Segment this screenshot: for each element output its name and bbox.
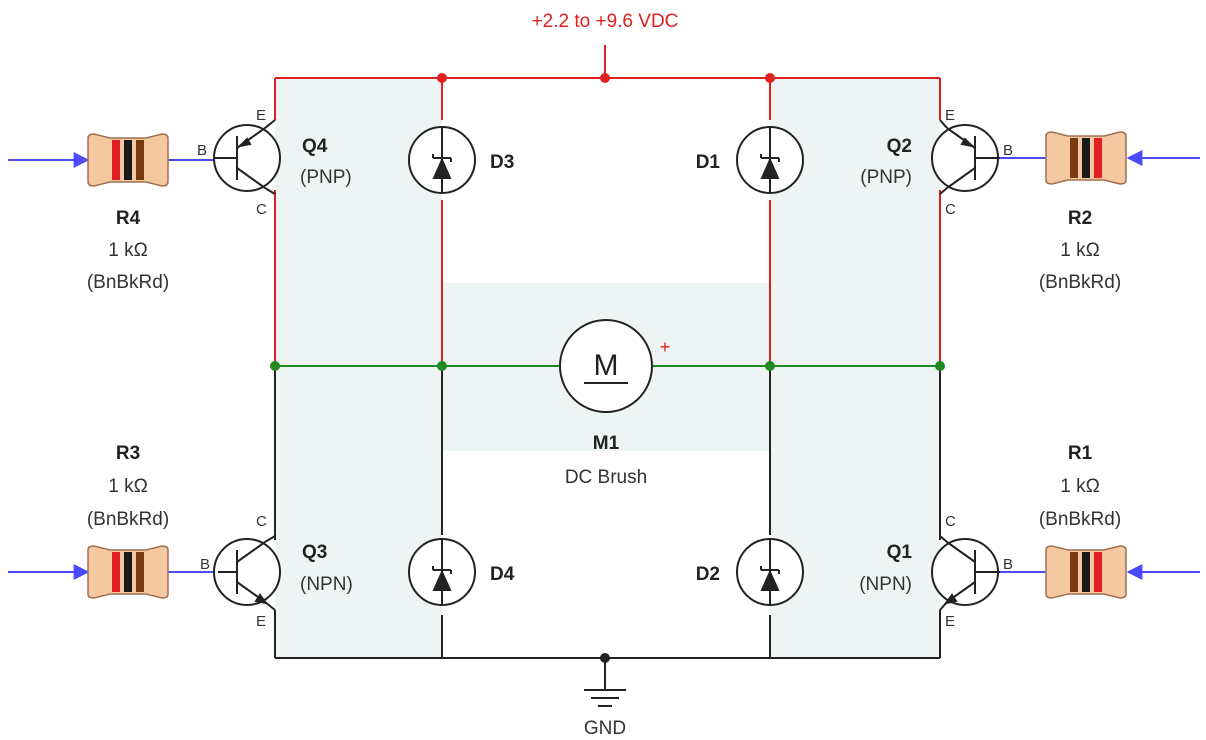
resistor-r2-icon bbox=[1045, 131, 1127, 185]
supply-label: +2.2 to +9.6 VDC bbox=[532, 11, 679, 32]
motor-icon: M bbox=[559, 319, 653, 413]
diode-d2-icon bbox=[736, 538, 804, 606]
input-wires bbox=[8, 150, 1200, 580]
r4-ref-label: R4 bbox=[116, 208, 141, 229]
r2-code-label: (BnBkRd) bbox=[1039, 272, 1121, 293]
q1-pin-c: C bbox=[945, 513, 956, 530]
q4-type-label: (PNP) bbox=[300, 167, 352, 188]
ground-label: GND bbox=[584, 718, 626, 739]
q1-pin-b: B bbox=[1003, 556, 1013, 573]
r4-value-label: 1 kΩ bbox=[108, 240, 148, 261]
transistor-q4-icon bbox=[213, 119, 281, 195]
resistor-r1-icon bbox=[1045, 545, 1127, 599]
q4-pin-b: B bbox=[197, 142, 207, 159]
d2-label: D2 bbox=[696, 564, 720, 585]
q2-pin-e: E bbox=[945, 107, 955, 124]
q2-pin-c: C bbox=[945, 201, 956, 218]
q3-ref-label: Q3 bbox=[302, 542, 327, 563]
transistor-q2-icon bbox=[931, 119, 1000, 195]
q4-pin-e: E bbox=[256, 107, 266, 124]
r3-value-label: 1 kΩ bbox=[108, 476, 148, 497]
r1-ref-label: R1 bbox=[1068, 443, 1093, 464]
d3-label: D3 bbox=[490, 152, 514, 173]
resistor-r3-icon bbox=[87, 545, 169, 599]
q1-ref-label: Q1 bbox=[887, 542, 913, 563]
r4-code-label: (BnBkRd) bbox=[87, 272, 169, 293]
r2-ref-label: R2 bbox=[1068, 208, 1092, 229]
ground-icon bbox=[584, 689, 626, 707]
q3-pin-b: B bbox=[200, 556, 210, 573]
r2-value-label: 1 kΩ bbox=[1060, 240, 1100, 261]
q2-pin-b: B bbox=[1003, 142, 1013, 159]
q2-ref-label: Q2 bbox=[887, 136, 912, 157]
r3-ref-label: R3 bbox=[116, 443, 140, 464]
motor-polarity-label: + bbox=[660, 337, 671, 357]
q4-ref-label: Q4 bbox=[302, 136, 328, 157]
diode-d4-icon bbox=[408, 538, 476, 606]
d4-label: D4 bbox=[490, 564, 515, 585]
diode-d3-icon bbox=[408, 126, 476, 194]
d1-label: D1 bbox=[696, 152, 721, 173]
q4-pin-c: C bbox=[256, 201, 267, 218]
motor-ref-label: M1 bbox=[593, 433, 620, 454]
r1-code-label: (BnBkRd) bbox=[1039, 509, 1121, 530]
transistor-q3-icon bbox=[213, 535, 281, 611]
junction-dots bbox=[270, 73, 945, 663]
motor-type-label: DC Brush bbox=[565, 467, 647, 488]
q1-pin-e: E bbox=[945, 613, 955, 630]
q3-pin-e: E bbox=[256, 613, 266, 630]
q3-pin-c: C bbox=[256, 513, 267, 530]
q1-type-label: (NPN) bbox=[859, 574, 912, 595]
motor-symbol-label: M bbox=[594, 349, 619, 382]
diode-d1-icon bbox=[736, 126, 804, 194]
q3-type-label: (NPN) bbox=[300, 574, 353, 595]
transistor-q1-icon bbox=[931, 535, 1000, 611]
r3-code-label: (BnBkRd) bbox=[87, 509, 169, 530]
r1-value-label: 1 kΩ bbox=[1060, 476, 1100, 497]
resistor-r4-icon bbox=[87, 133, 169, 187]
supply-wires bbox=[274, 45, 941, 366]
q2-type-label: (PNP) bbox=[860, 167, 912, 188]
